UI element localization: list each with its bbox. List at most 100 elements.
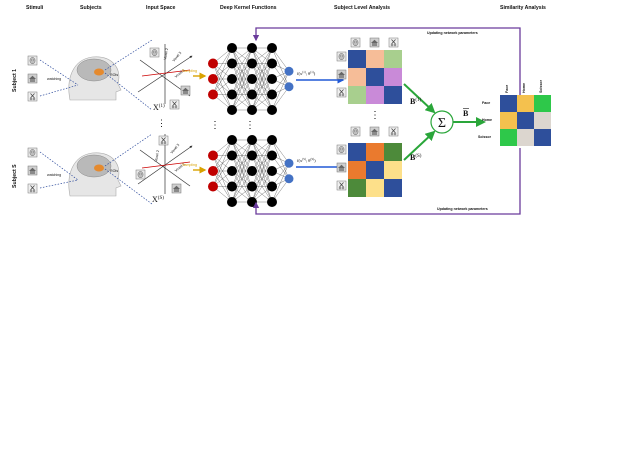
matrix-cell — [366, 143, 384, 161]
matrix-cell — [348, 143, 366, 161]
network-node — [227, 105, 237, 115]
network-node — [247, 58, 257, 69]
network-node — [208, 181, 218, 192]
matrix-cell — [384, 68, 402, 86]
header-input-space: Input Space — [146, 5, 176, 11]
feedback-label-top: Updating network parameters — [427, 31, 478, 35]
network-node — [227, 74, 237, 84]
matrix-cell — [348, 179, 366, 197]
home-icon — [336, 69, 347, 80]
kernel-function-S: f(x(S); θ(S)) — [297, 157, 316, 163]
network-edge — [251, 47, 273, 95]
roi-projection-lines — [39, 39, 153, 205]
network-node — [227, 58, 237, 69]
voxel-axes-S — [137, 134, 193, 194]
kernel-function-1: f(x(1); θ(1)) — [297, 70, 316, 76]
home-icon — [336, 162, 347, 173]
network-node — [208, 89, 218, 100]
sim-row-face: Face — [482, 101, 490, 105]
similarity-cell — [534, 129, 551, 146]
network-node — [208, 58, 218, 69]
network-node — [267, 197, 277, 207]
matrix-cell — [384, 161, 402, 179]
home-icon — [27, 165, 38, 176]
scissor-icon — [388, 37, 399, 48]
voxel-1-label: Voxel 1 — [174, 68, 186, 79]
similarity-cell — [534, 95, 551, 112]
face-icon — [135, 169, 146, 180]
scissor-icon — [336, 87, 347, 98]
network-node — [247, 150, 257, 161]
network-node — [247, 166, 257, 176]
home-icon — [180, 85, 191, 96]
matrix-cell — [348, 50, 366, 68]
rois-label: ROIs — [110, 169, 118, 173]
head-icon — [68, 152, 122, 197]
network-edge — [251, 78, 273, 111]
watching-label: watching — [47, 173, 61, 177]
scissor-icon — [336, 180, 347, 191]
scissor-icon — [27, 183, 38, 194]
network-edge — [231, 78, 253, 111]
scissor-icon — [158, 135, 169, 146]
network-node — [208, 166, 218, 176]
network-edge — [251, 139, 273, 203]
b1-label: B(1) — [410, 97, 422, 106]
network-edge — [231, 63, 253, 111]
face-icon — [350, 126, 361, 137]
network-node — [267, 135, 277, 145]
network-edge — [231, 47, 253, 95]
network-node — [227, 181, 237, 192]
sampling-label-1: Sampling — [182, 69, 197, 73]
matrix-cell — [366, 86, 384, 104]
face-icon — [27, 147, 38, 158]
face-icon — [149, 47, 160, 58]
similarity-cell — [500, 112, 517, 129]
home-icon — [369, 37, 380, 48]
face-icon — [336, 144, 347, 155]
network-node — [247, 43, 257, 53]
x1-label: X(1) — [153, 103, 165, 112]
brain-icon — [76, 58, 112, 82]
voxel-1-label: Voxel 1 — [174, 162, 186, 173]
network-node — [284, 174, 294, 184]
network-edge — [231, 47, 253, 80]
head-icon — [68, 56, 122, 101]
similarity-cell — [517, 129, 534, 146]
matrix-cell — [384, 86, 402, 104]
sim-row-scissor: Scissor — [478, 135, 492, 139]
network-edge — [231, 139, 253, 203]
matrix-cell — [366, 50, 384, 68]
similarity-cell — [517, 95, 534, 112]
face-icon — [27, 55, 38, 66]
network-edge — [251, 47, 273, 80]
voxel-2-label: Voxel 2 — [154, 150, 160, 162]
scissor-icon — [388, 126, 399, 137]
matrix-cell — [348, 161, 366, 179]
network-edge — [212, 139, 233, 172]
sim-row-home: Home — [482, 118, 492, 122]
sampling-label-S: Sampling — [182, 163, 197, 167]
header-subject-analysis: Subject Level Analysis — [334, 5, 390, 11]
network-edge — [212, 155, 233, 187]
vertical-ellipsis-network-2: ⋮ — [245, 120, 255, 131]
network-edge — [251, 155, 273, 203]
network-edge — [251, 63, 273, 111]
voxel-3-label: Voxel 3 — [170, 143, 181, 155]
network-node — [227, 89, 237, 100]
watching-label: watching — [47, 77, 61, 81]
network-edge — [212, 139, 233, 187]
voxel-3-label: Voxel 3 — [172, 51, 183, 63]
network-node — [267, 105, 277, 115]
network-edge — [251, 139, 273, 172]
network-node — [227, 197, 237, 207]
network-node — [284, 66, 294, 76]
network-node — [267, 150, 277, 161]
matrix-cell — [348, 68, 366, 86]
sim-col-home: Home — [522, 83, 526, 93]
rois-label: ROIs — [110, 73, 118, 77]
green-arrow-S — [403, 130, 436, 161]
similarity-matrix — [500, 95, 551, 146]
network-node — [208, 150, 218, 161]
